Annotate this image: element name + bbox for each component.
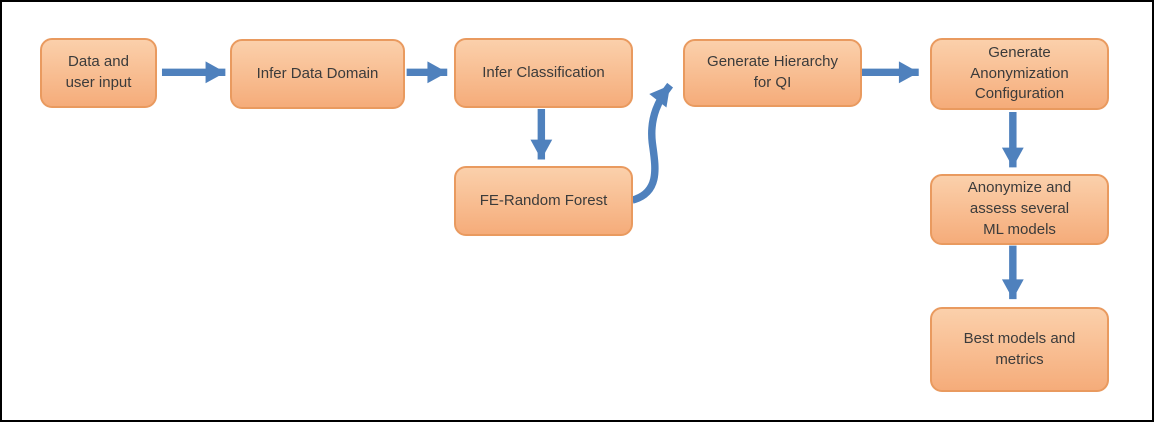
connector-fe-to-hierarchy [631, 82, 674, 204]
node-best-models-and-metrics: Best models and metrics [930, 307, 1109, 392]
node-generate-hierarchy-for-qi: Generate Hierarchy for QI [683, 39, 862, 107]
node-fe-random-forest: FE-Random Forest [454, 166, 633, 236]
node-data-and-user-input: Data and user input [40, 38, 157, 108]
node-generate-anonymization-configuration: Generate Anonymization Configuration [930, 38, 1109, 110]
node-anonymize-and-assess-ml-models: Anonymize and assess several ML models [930, 174, 1109, 245]
node-infer-classification: Infer Classification [454, 38, 633, 108]
node-infer-data-domain: Infer Data Domain [230, 39, 405, 109]
